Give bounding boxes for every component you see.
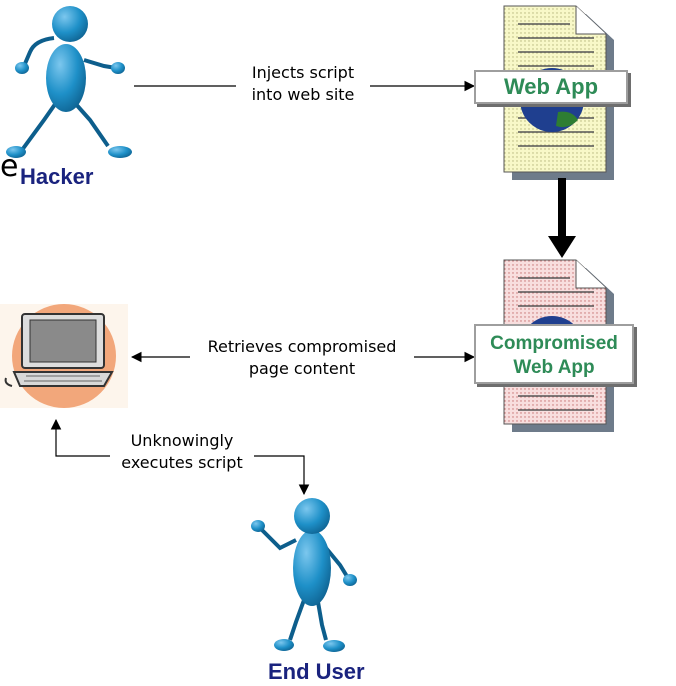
retrieve-label-line1: Retrieves compromised — [207, 337, 397, 356]
retrieve-label: Retrieves compromised page content — [190, 336, 414, 380]
hacker-label: Hacker — [20, 164, 94, 189]
inject-label-line1: Injects script — [251, 63, 355, 82]
inject-label: Injects script into web site — [236, 62, 370, 106]
web-app-badge: Web App — [474, 70, 628, 104]
compromised-badge-line1: Compromised — [490, 333, 618, 354]
laptop-icon — [0, 304, 128, 408]
arrow-compromise — [548, 178, 576, 258]
retrieve-label-line2: page content — [248, 359, 356, 378]
execute-label: Unknowingly executes script — [110, 430, 254, 474]
execute-label-line2: executes script — [121, 453, 243, 472]
execute-label-line1: Unknowingly — [130, 431, 234, 450]
hacker-figure — [6, 6, 132, 158]
end-user-figure — [251, 498, 357, 652]
compromised-badge-line2: Web App — [513, 357, 595, 378]
stray-text: e — [0, 149, 19, 184]
compromised-web-app-badge: Compromised Web App — [474, 324, 634, 384]
end-user-label: End User — [268, 659, 365, 684]
inject-label-line2: into web site — [251, 85, 355, 104]
